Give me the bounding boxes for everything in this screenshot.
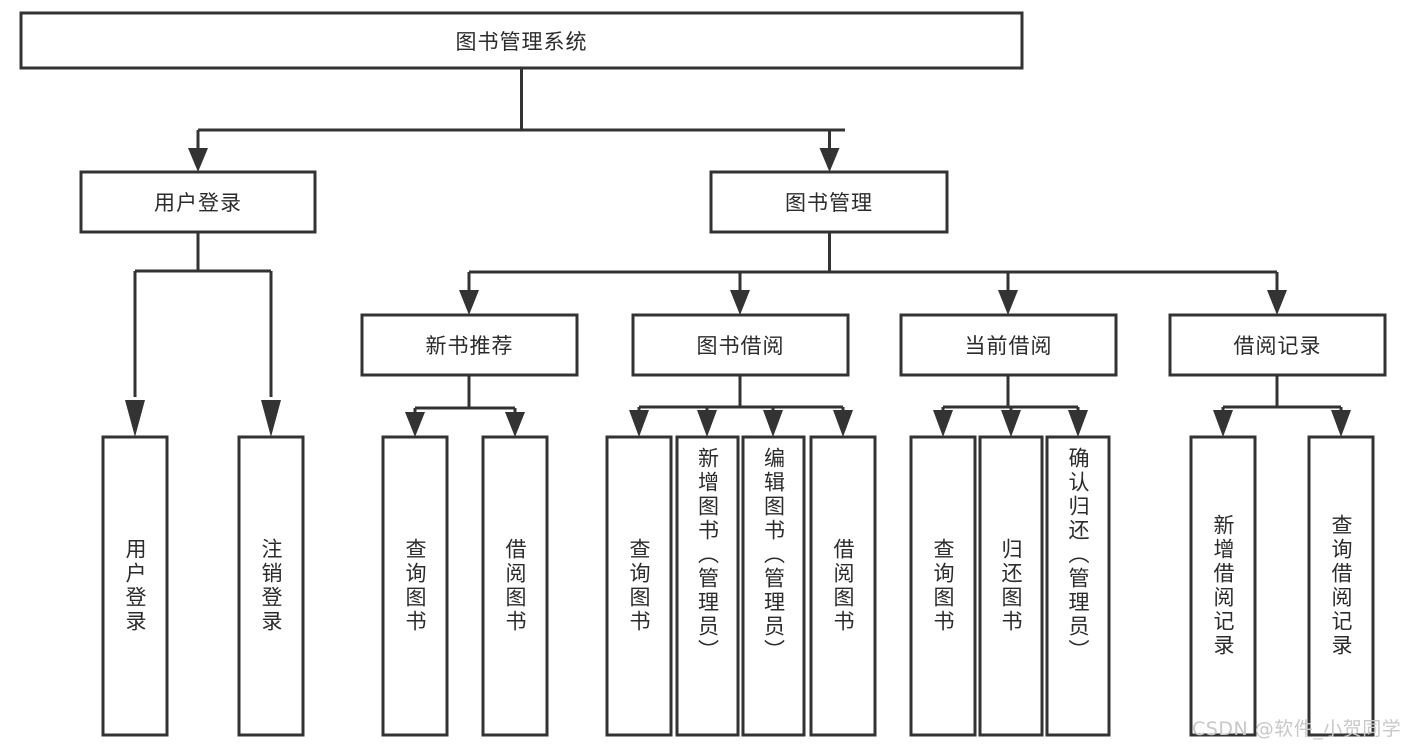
arrow-head-leaf-confirm-return (1068, 410, 1088, 437)
node-box-borrow-record[interactable] (1168, 313, 1387, 377)
node-box-user-login[interactable] (79, 170, 317, 234)
node-box-leaf-edit-book[interactable] (741, 435, 806, 737)
arrow-head-leaf-query-book-3 (933, 410, 953, 437)
connector-group-book-borrow (629, 375, 853, 437)
connector-group-current-borrow (933, 375, 1088, 437)
arrow-head-leaf-query-record (1331, 410, 1351, 437)
node-box-new-book-recommend[interactable] (360, 313, 579, 377)
arrow-head-leaf-add-book (697, 410, 717, 437)
node-box-leaf-add-record[interactable] (1189, 435, 1257, 737)
arrow-head-current-borrow (998, 290, 1018, 315)
csdn-watermark: CSDN @软件_小贺同学 (1192, 718, 1402, 740)
arrow-head-leaf-borrow-book-2 (833, 410, 853, 437)
node-box-leaf-user-logout[interactable] (237, 435, 305, 737)
node-box-leaf-query-book-2[interactable] (605, 435, 673, 737)
connector-group-borrow-record (1213, 375, 1351, 437)
arrow-head-leaf-return-book (1001, 410, 1021, 437)
connector-group-book-management (459, 232, 1287, 315)
node-box-leaf-borrow-book-2[interactable] (809, 435, 877, 737)
node-box-book-borrow[interactable] (631, 313, 850, 377)
arrow-head-leaf-query-book-1 (405, 412, 425, 437)
node-box-leaf-borrow-book-1[interactable] (481, 435, 549, 737)
connector-group-user-login (125, 232, 281, 437)
arrow-head-borrow-record (1267, 290, 1287, 315)
node-box-leaf-add-book[interactable] (675, 435, 740, 737)
arrow-head-leaf-borrow-book-1 (505, 412, 525, 437)
node-box-leaf-query-book-1[interactable] (381, 435, 449, 737)
node-box-leaf-return-book[interactable] (978, 435, 1044, 737)
arrow-head-new-book-recommend (459, 290, 479, 315)
node-box-current-borrow[interactable] (899, 313, 1118, 377)
connector-group-root (188, 68, 845, 172)
arrow-head-leaf-edit-book (763, 410, 783, 437)
arrow-head-book-borrow (730, 290, 750, 315)
arrow-head-leaf-add-record (1213, 410, 1233, 437)
arrow-head-leaf-user-login (125, 400, 145, 437)
node-box-leaf-query-record[interactable] (1307, 435, 1375, 737)
node-box-root[interactable] (19, 11, 1024, 70)
node-box-leaf-user-login[interactable] (101, 435, 169, 737)
arrow-head-book-management (819, 148, 840, 172)
arrow-head-leaf-user-logout (261, 400, 281, 437)
node-box-leaf-query-book-3[interactable] (909, 435, 977, 737)
node-box-book-management[interactable] (709, 170, 949, 234)
arrow-head-leaf-query-book-2 (629, 410, 649, 437)
arrow-head-user-login (188, 148, 208, 172)
connector-group-new-book-recommend (405, 375, 525, 437)
node-box-leaf-confirm-return[interactable] (1045, 435, 1111, 737)
